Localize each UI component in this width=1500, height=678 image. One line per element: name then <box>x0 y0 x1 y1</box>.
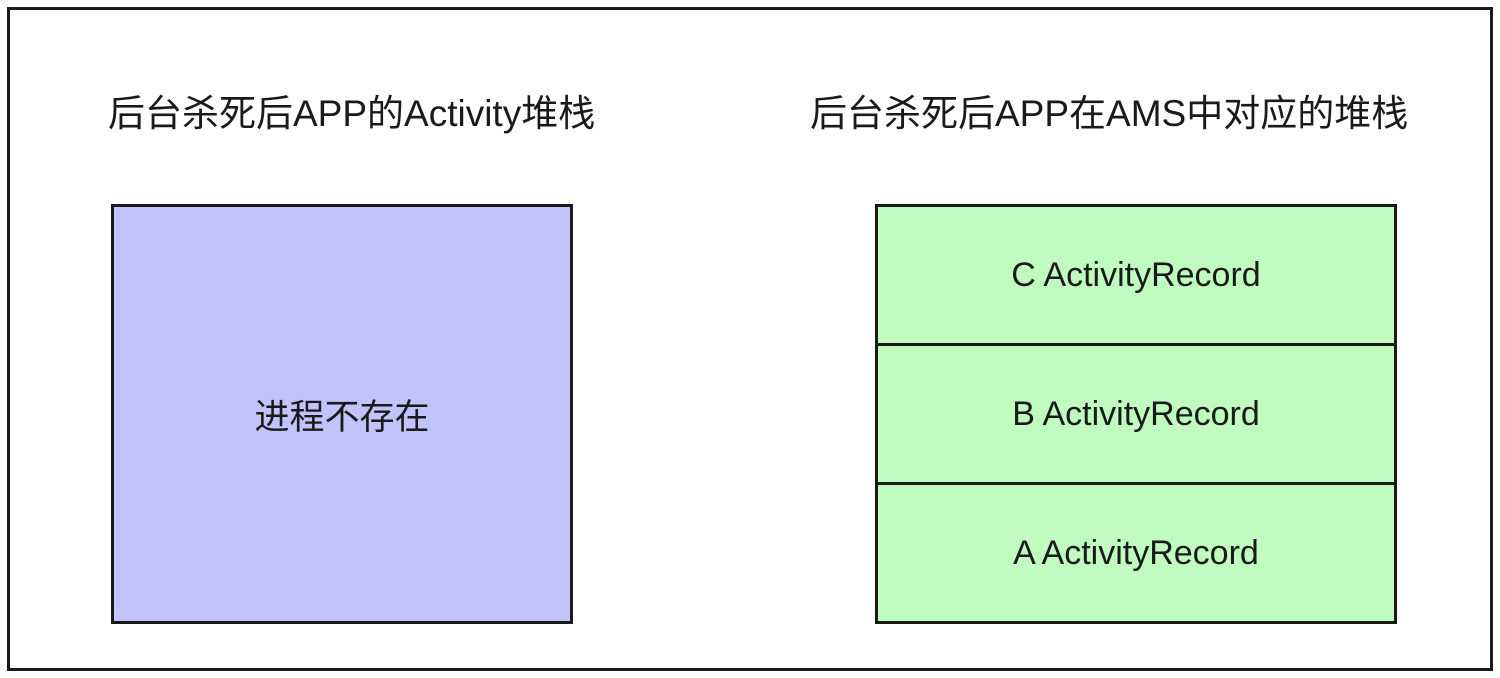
right-column-title: 后台杀死后APP在AMS中对应的堆栈 <box>810 93 1409 134</box>
stack-cell-a: A ActivityRecord <box>878 485 1394 621</box>
stack-cell-b: B ActivityRecord <box>878 346 1394 485</box>
left-column-title: 后台杀死后APP的Activity堆栈 <box>108 93 596 134</box>
stack-cell-label-c: C ActivityRecord <box>1011 255 1261 294</box>
process-not-exist-label: 进程不存在 <box>254 397 430 437</box>
ams-activity-record-stack: C ActivityRecord B ActivityRecord A Acti… <box>875 204 1397 624</box>
app-activity-stack-box: 进程不存在 <box>111 204 573 624</box>
stack-cell-c: C ActivityRecord <box>878 207 1394 346</box>
stack-cell-label-a: A ActivityRecord <box>1013 533 1259 572</box>
stack-cell-label-b: B ActivityRecord <box>1012 394 1260 433</box>
